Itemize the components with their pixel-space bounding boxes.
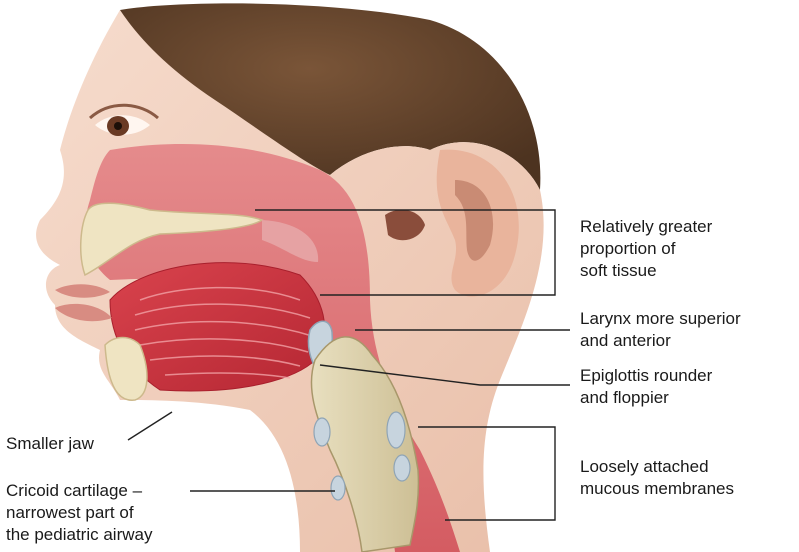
label-line: Larynx more superior — [580, 309, 741, 328]
label-epiglottis: Epiglottis rounder and floppier — [580, 365, 712, 409]
hair — [120, 3, 541, 190]
pharyngeal-airway — [85, 144, 460, 552]
label-line: mucous membranes — [580, 479, 735, 498]
soft-palate — [262, 220, 319, 262]
label-line: soft tissue — [580, 261, 657, 280]
label-soft-tissue: Relatively greater proportion of soft ti… — [580, 216, 712, 282]
label-mucous-membranes: Loosely attached mucous membranes — [580, 456, 734, 500]
label-line: proportion of — [580, 239, 676, 258]
tongue-muscle-striations — [134, 286, 313, 379]
leader-soft-tissue — [255, 209, 556, 296]
label-larynx: Larynx more superior and anterior — [580, 308, 741, 352]
label-line: Relatively greater — [580, 217, 713, 236]
mandible — [104, 336, 148, 401]
leader-jaw — [127, 411, 173, 441]
label-line: narrowest part of — [6, 503, 134, 522]
eye — [88, 103, 159, 136]
label-cricoid-cartilage: Cricoid cartilage – narrowest part of th… — [6, 480, 152, 546]
ear — [385, 149, 519, 297]
label-line: Epiglottis rounder — [580, 366, 713, 385]
label-line: Smaller jaw — [6, 434, 94, 453]
hard-palate — [79, 202, 264, 277]
lips — [55, 284, 112, 322]
label-line: and anterior — [580, 331, 671, 350]
leader-epiglottis — [319, 364, 570, 386]
label-line: and floppier — [580, 388, 669, 407]
label-smaller-jaw: Smaller jaw — [6, 433, 94, 455]
laryngeal-cartilage — [310, 336, 420, 552]
label-line: Loosely attached — [580, 457, 709, 476]
leader-mucous-top — [418, 426, 556, 521]
leader-lines — [127, 209, 570, 521]
cartilage-rings — [313, 411, 411, 501]
label-line: the pediatric airway — [6, 525, 153, 544]
label-line: Cricoid cartilage – — [6, 481, 143, 500]
